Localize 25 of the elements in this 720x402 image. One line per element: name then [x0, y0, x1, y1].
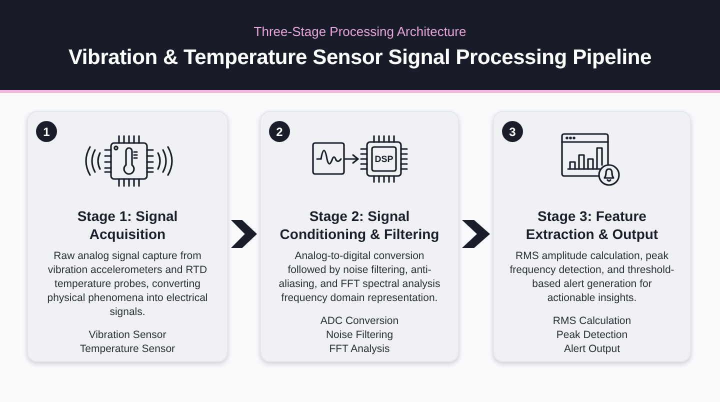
feature-item: Peak Detection — [556, 328, 628, 342]
stage-title: Stage 2: Signal Conditioning & Filtering — [278, 207, 440, 243]
stage-title: Stage 1: Signal Acquisition — [76, 207, 179, 243]
feature-item: Noise Filtering — [326, 328, 394, 342]
stage-title: Stage 3: Feature Extraction & Output — [524, 207, 660, 243]
stage-description: RMS amplitude calculation, peak frequency detection, and threshold-based alert generation for actionable insights. — [508, 249, 676, 305]
feature-item: FFT Analysis — [329, 342, 390, 356]
chip-label: DSP — [374, 152, 394, 166]
title: Vibration & Temperature Sensor Signal Processing Pipeline — [68, 45, 652, 71]
feature-item: RMS Calculation — [552, 314, 632, 328]
feature-item: Temperature Sensor — [80, 342, 176, 356]
stage-description: Raw analog signal capture from vibration accelerometers and RTD temperature probes, converting physical phenomena into electrical signals. — [46, 249, 209, 319]
subtitle: Three-Stage Processing Architecture — [254, 24, 466, 40]
feature-item: ADC Conversion — [320, 314, 399, 328]
feature-item: Vibration Sensor — [88, 328, 166, 342]
stage-card — [260, 111, 459, 362]
stage-description: Analog-to-digital conversion followed by noise filtering, anti-aliasing, and FFT spectral analysis frequency domain representation. — [278, 249, 442, 305]
step-number-badge: 2 — [269, 121, 290, 142]
chevron-arrow — [462, 220, 490, 248]
step-number-badge: 1 — [36, 121, 57, 142]
stage-card — [493, 111, 691, 362]
step-number-badge: 3 — [502, 121, 523, 142]
feature-item: Alert Output — [564, 342, 620, 356]
stage-card — [27, 111, 228, 362]
chevron-arrow — [231, 220, 257, 248]
